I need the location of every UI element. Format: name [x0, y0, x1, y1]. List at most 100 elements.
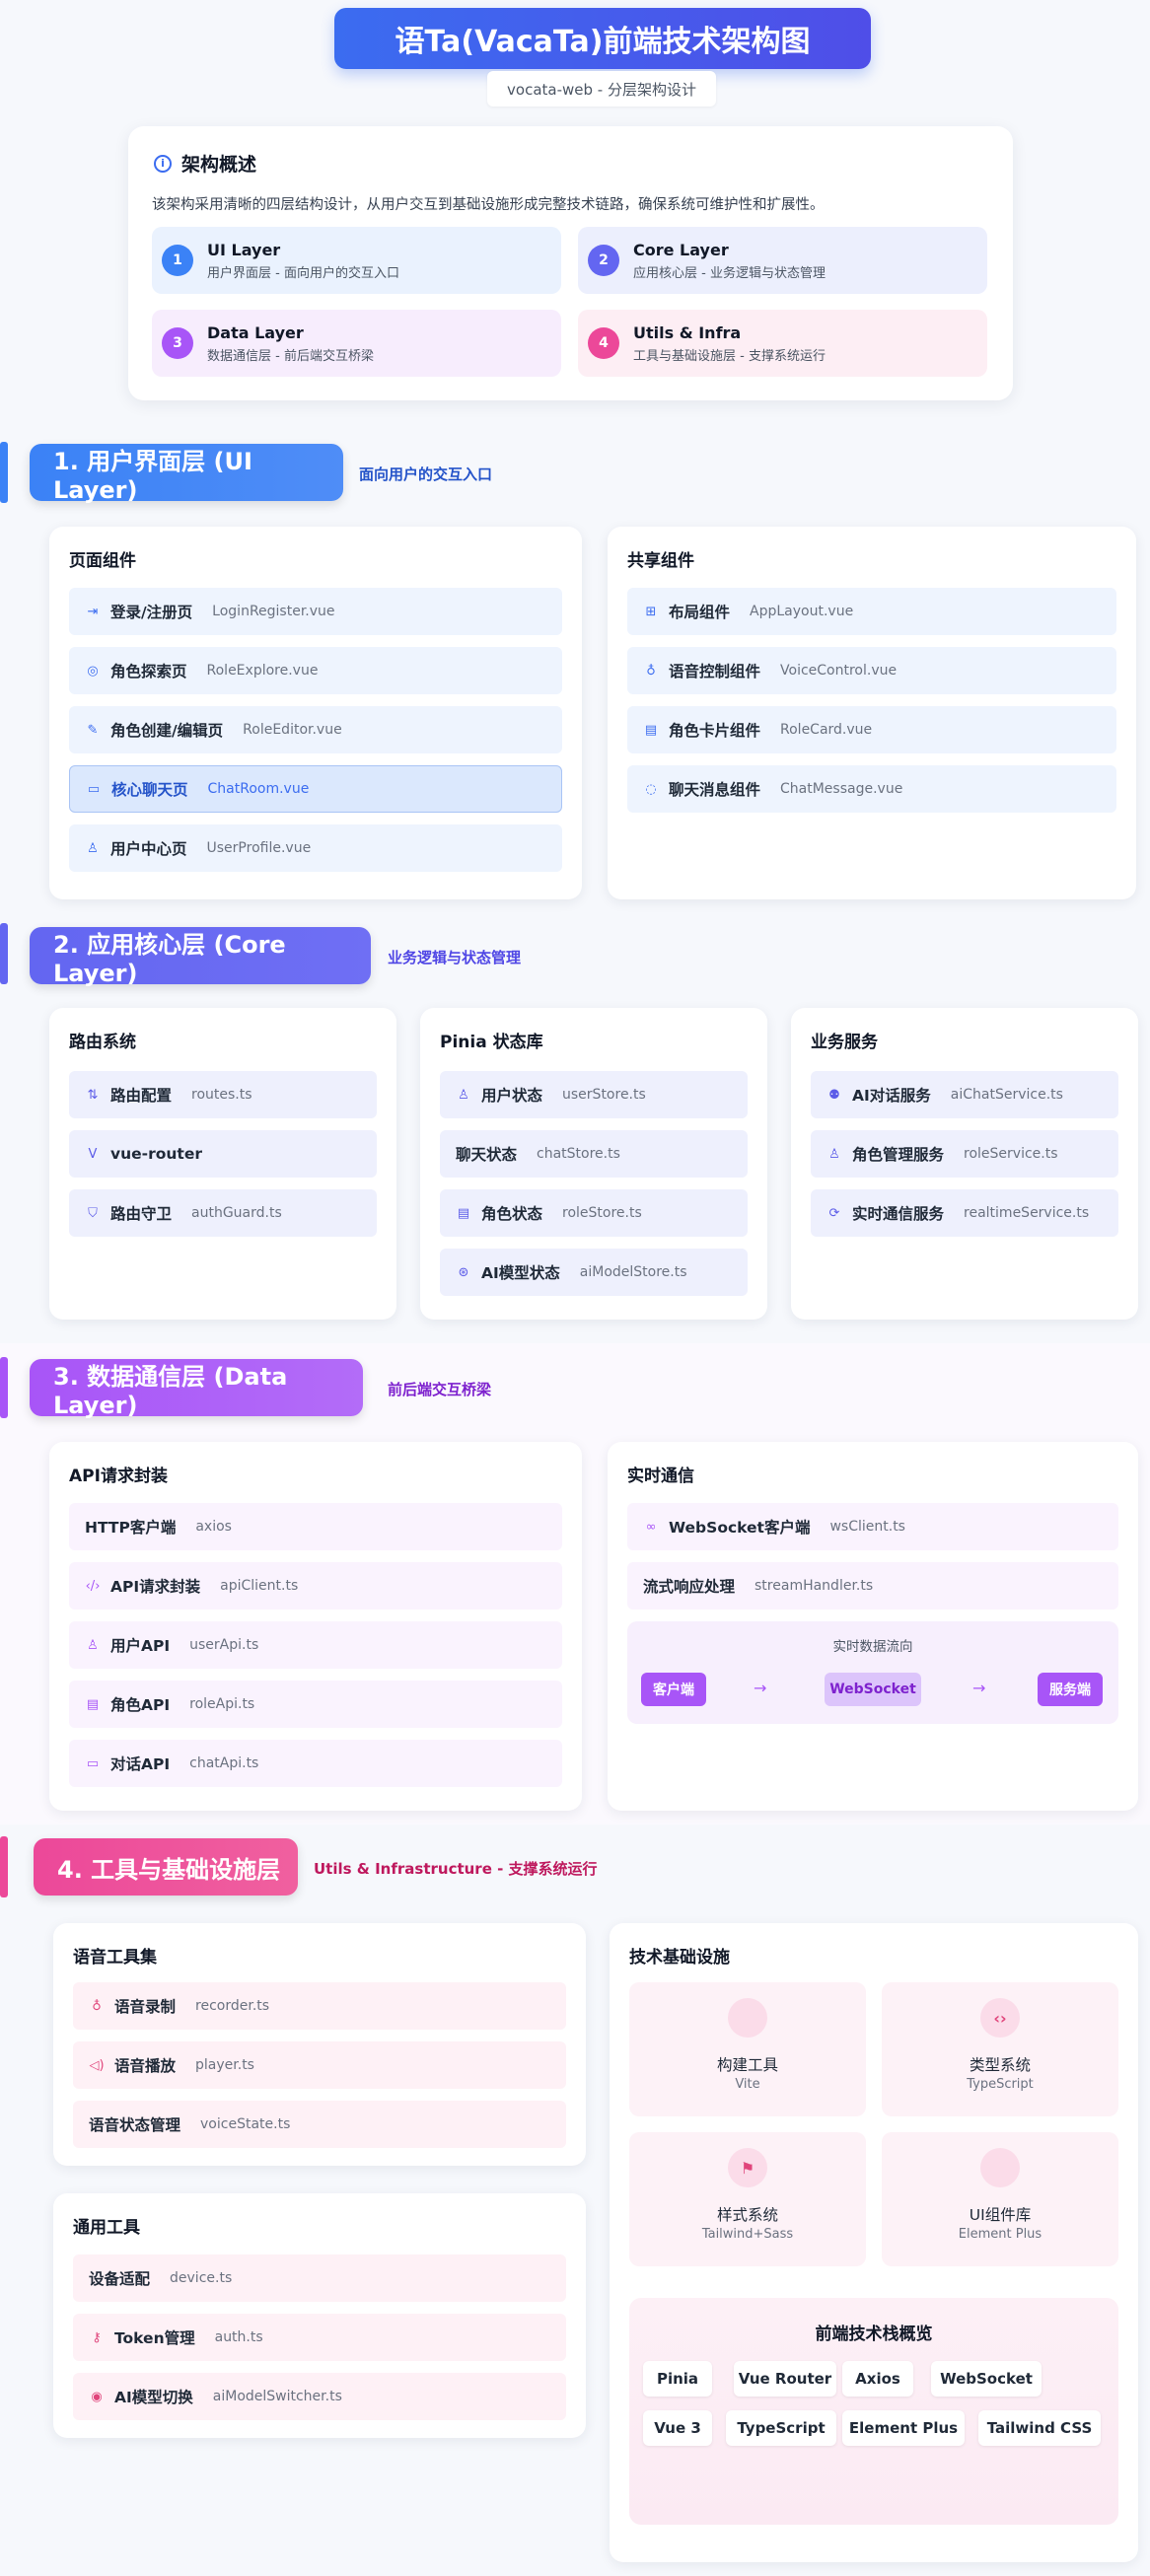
- row-file: wsClient.ts: [829, 1519, 905, 1535]
- api-row-http[interactable]: HTTP客户端 axios: [69, 1503, 562, 1550]
- row-label: 布局组件: [669, 604, 731, 621]
- api-row-chat[interactable]: ▭ 对话API chatApi.ts: [69, 1740, 562, 1787]
- arrow-right-icon: →: [754, 1679, 767, 1697]
- login-icon: ⇥: [87, 604, 99, 619]
- overview-card: i 架构概述 该架构采用清晰的四层结构设计，从用户交互到基础设施形成完整技术链路…: [128, 126, 1013, 400]
- row-file: axios: [195, 1519, 232, 1535]
- realtime-row-ws[interactable]: ∞ WebSocket客户端 wsClient.ts: [627, 1503, 1118, 1550]
- flow-title: 实时数据流向: [832, 1639, 913, 1655]
- tile-sub: Vite: [735, 2077, 760, 2092]
- row-label: AI对话服务: [852, 1087, 931, 1105]
- api-card: API请求封装 HTTP客户端 axios ‹/› API请求封装 apiCli…: [49, 1442, 582, 1811]
- row-label: 用户API: [110, 1637, 171, 1655]
- component-row-explore[interactable]: ◎ 角色探索页 RoleExplore.vue: [69, 647, 562, 694]
- row-label: 角色卡片组件: [669, 722, 761, 740]
- row-file: recorder.ts: [195, 1998, 270, 2014]
- page-components-card: 页面组件 ⇥ 登录/注册页 LoginRegister.vue ◎ 角色探索页 …: [49, 527, 582, 899]
- row-file: voiceState.ts: [200, 2116, 291, 2132]
- id-card-icon: ▤: [86, 1696, 100, 1712]
- tech-chip: Axios: [842, 2361, 913, 2397]
- component-row-profile[interactable]: ♙ 用户中心页 UserProfile.vue: [69, 824, 562, 872]
- row-file: RoleCard.vue: [780, 722, 873, 738]
- row-file: aiChatService.ts: [950, 1087, 1063, 1103]
- section-title: 3. 数据通信层 (Data Layer): [30, 1359, 363, 1419]
- component-row-voice[interactable]: ♁ 语音控制组件 VoiceControl.vue: [627, 647, 1116, 694]
- sync-icon: ⟳: [828, 1205, 840, 1221]
- build-icon: [728, 1998, 767, 2038]
- tech-chip: Tailwind CSS: [978, 2410, 1101, 2446]
- row-file: roleApi.ts: [189, 1696, 255, 1712]
- row-label: API请求封装: [110, 1578, 201, 1596]
- tech-stack-overview: 前端技术栈概览 Pinia Vue Router Axios WebSocket…: [629, 2298, 1118, 2525]
- row-label: 角色API: [110, 1696, 171, 1714]
- tile-name: 构建工具: [716, 2056, 778, 2074]
- chat-icon: ▭: [87, 781, 101, 797]
- service-row-realtime[interactable]: ⟳ 实时通信服务 realtimeService.ts: [811, 1189, 1118, 1237]
- common-row-aimodel[interactable]: ◉ AI模型切换 aiModelSwitcher.ts: [73, 2373, 566, 2420]
- card-title: API请求封装: [69, 1467, 168, 1486]
- row-label: 用户中心页: [110, 840, 187, 858]
- store-row-aimodel[interactable]: ⊛ AI模型状态 aiModelStore.ts: [440, 1249, 748, 1296]
- voice-row-recorder[interactable]: ♁ 语音录制 recorder.ts: [73, 1982, 566, 2030]
- api-row-user[interactable]: ♙ 用户API userApi.ts: [69, 1621, 562, 1669]
- row-label: HTTP客户端: [85, 1519, 177, 1537]
- row-file: roleStore.ts: [562, 1205, 642, 1221]
- row-label: 路由配置: [110, 1087, 173, 1105]
- row-label: 语音状态管理: [89, 2116, 181, 2134]
- stack-title: 前端技术栈概览: [815, 2325, 933, 2344]
- store-row-chat[interactable]: 聊天状态 chatStore.ts: [440, 1130, 748, 1178]
- tech-chip: Vue Router: [734, 2361, 836, 2397]
- card-title: 页面组件: [69, 551, 136, 571]
- voice-row-player[interactable]: ◁) 语音播放 player.ts: [73, 2041, 566, 2089]
- row-file: roleService.ts: [964, 1146, 1058, 1162]
- api-row-role[interactable]: ▤ 角色API roleApi.ts: [69, 1681, 562, 1728]
- component-row-layout[interactable]: ⊞ 布局组件 AppLayout.vue: [627, 588, 1116, 635]
- section-accent-bar: [0, 1836, 8, 1897]
- row-label: vue-router: [110, 1145, 202, 1163]
- row-file: LoginRegister.vue: [212, 604, 335, 619]
- tile-sub: TypeScript: [967, 2077, 1034, 2092]
- service-row-role[interactable]: ♙ 角色管理服务 roleService.ts: [811, 1130, 1118, 1178]
- row-file: device.ts: [170, 2270, 233, 2286]
- section-title: 4. 工具与基础设施层: [34, 1838, 298, 1896]
- store-row-user[interactable]: ♙ 用户状态 userStore.ts: [440, 1071, 748, 1118]
- step-badge: 1: [162, 245, 193, 276]
- common-row-device[interactable]: 设备适配 device.ts: [73, 2254, 566, 2302]
- component-row-login[interactable]: ⇥ 登录/注册页 LoginRegister.vue: [69, 588, 562, 635]
- row-label: AI模型切换: [114, 2389, 193, 2406]
- paint-roller-icon: ⚑: [728, 2148, 767, 2187]
- router-row-config[interactable]: ⇅ 路由配置 routes.ts: [69, 1071, 377, 1118]
- step-badge: 2: [588, 245, 619, 276]
- user-icon: ♙: [87, 840, 99, 856]
- overview-item-core: 2 Core Layer 应用核心层 - 业务逻辑与状态管理: [578, 227, 987, 294]
- microphone-icon: ♁: [646, 663, 656, 679]
- overview-title: 架构概述: [181, 154, 257, 176]
- component-row-chatroom[interactable]: ▭ 核心聊天页 ChatRoom.vue: [69, 765, 562, 813]
- overview-description: 该架构采用清晰的四层结构设计，从用户交互到基础设施形成完整技术链路，确保系统可维…: [152, 197, 825, 213]
- router-row-vue-router[interactable]: V vue-router: [69, 1130, 377, 1178]
- overview-item-utils: 4 Utils & Infra 工具与基础设施层 - 支撑系统运行: [578, 310, 987, 377]
- row-label: 角色管理服务: [852, 1146, 945, 1164]
- component-row-chatmessage[interactable]: ◌ 聊天消息组件 ChatMessage.vue: [627, 765, 1116, 813]
- step-badge: 3: [162, 327, 193, 359]
- service-row-aichat[interactable]: ⚉ AI对话服务 aiChatService.ts: [811, 1071, 1118, 1118]
- grid-icon: ⊞: [645, 604, 657, 619]
- tech-chip: Vue 3: [643, 2410, 712, 2446]
- api-row-client[interactable]: ‹/› API请求封装 apiClient.ts: [69, 1562, 562, 1610]
- page-subtitle: vocata-web - 分层架构设计: [487, 71, 716, 107]
- component-row-editor[interactable]: ✎ 角色创建/编辑页 RoleEditor.vue: [69, 706, 562, 753]
- core-layer-section: 2. 应用核心层 (Core Layer) 业务逻辑与状态管理: [0, 923, 1150, 1327]
- component-row-rolecard[interactable]: ▤ 角色卡片组件 RoleCard.vue: [627, 706, 1116, 753]
- voice-row-state[interactable]: 语音状态管理 voiceState.ts: [73, 2101, 566, 2148]
- store-row-role[interactable]: ▤ 角色状态 roleStore.ts: [440, 1189, 748, 1237]
- infra-tile-ui-lib: UI组件库 Element Plus: [882, 2132, 1118, 2266]
- section-desc: Utils & Infrastructure - 支撑系统运行: [314, 1860, 598, 1878]
- vue-icon: V: [88, 1146, 98, 1162]
- overview-item-ui: 1 UI Layer 用户界面层 - 面向用户的交互入口: [152, 227, 561, 294]
- row-file: UserProfile.vue: [206, 840, 312, 856]
- router-row-guard[interactable]: ⛉ 路由守卫 authGuard.ts: [69, 1189, 377, 1237]
- realtime-row-stream[interactable]: 流式响应处理 streamHandler.ts: [627, 1562, 1118, 1610]
- edit-icon: ✎: [87, 722, 99, 738]
- row-label: 角色状态: [481, 1205, 543, 1223]
- common-row-token[interactable]: ⚷ Token管理 auth.ts: [73, 2314, 566, 2361]
